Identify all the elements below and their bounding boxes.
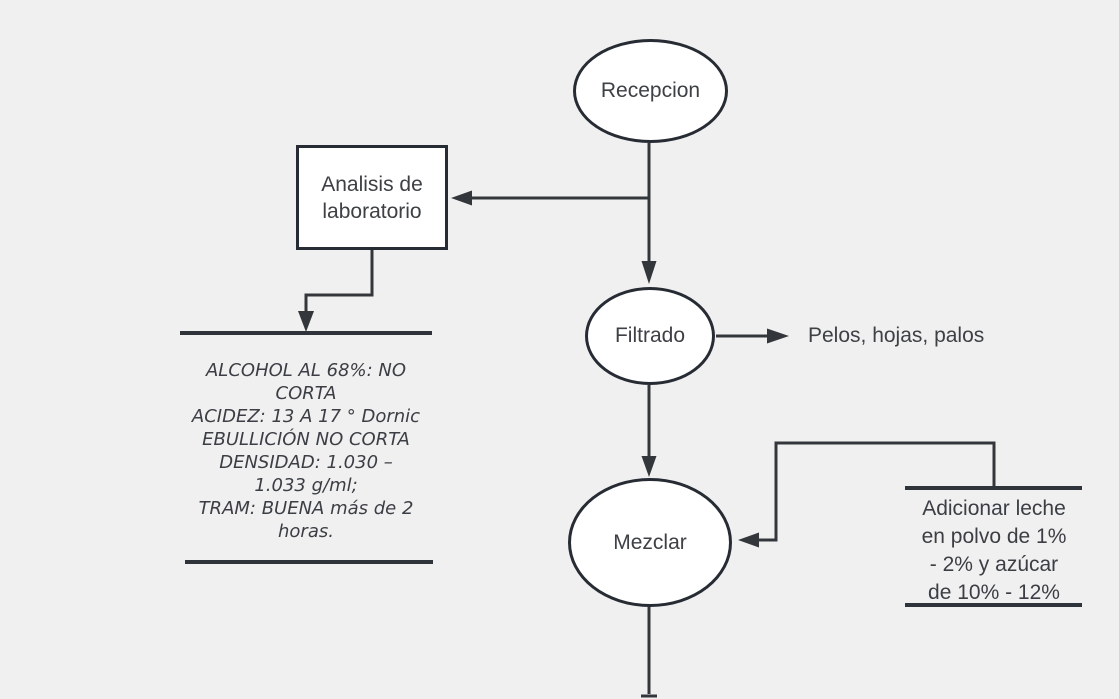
- node-mezclar[interactable]: Mezclar: [568, 478, 732, 607]
- connector-filtrado-to-pelos: [716, 328, 789, 344]
- connector-recepcion-to-filtrado: [641, 143, 657, 284]
- connector-branch-to-analisis: [451, 190, 649, 206]
- node-analisis-label: Analisis de laboratorio: [321, 172, 423, 223]
- node-filtrado-label: Filtrado: [614, 324, 686, 347]
- node-analisis-de-laboratorio[interactable]: Analisis de laboratorio: [296, 145, 448, 250]
- node-filtrado[interactable]: Filtrado: [585, 287, 715, 385]
- connector-filtrado-to-mezclar: [641, 385, 657, 477]
- connector-mezclar-down: [641, 607, 657, 698]
- filtrado-output-label: Pelos, hojas, palos: [808, 324, 985, 347]
- connector-adicionar-to-mezclar: [738, 441, 996, 548]
- connector-analisis-to-lab-annotation: [298, 250, 374, 332]
- node-recepcion-label: Recepcion: [600, 79, 701, 102]
- node-mezclar-label: Mezclar: [613, 530, 687, 554]
- node-recepcion[interactable]: Recepcion: [573, 39, 728, 143]
